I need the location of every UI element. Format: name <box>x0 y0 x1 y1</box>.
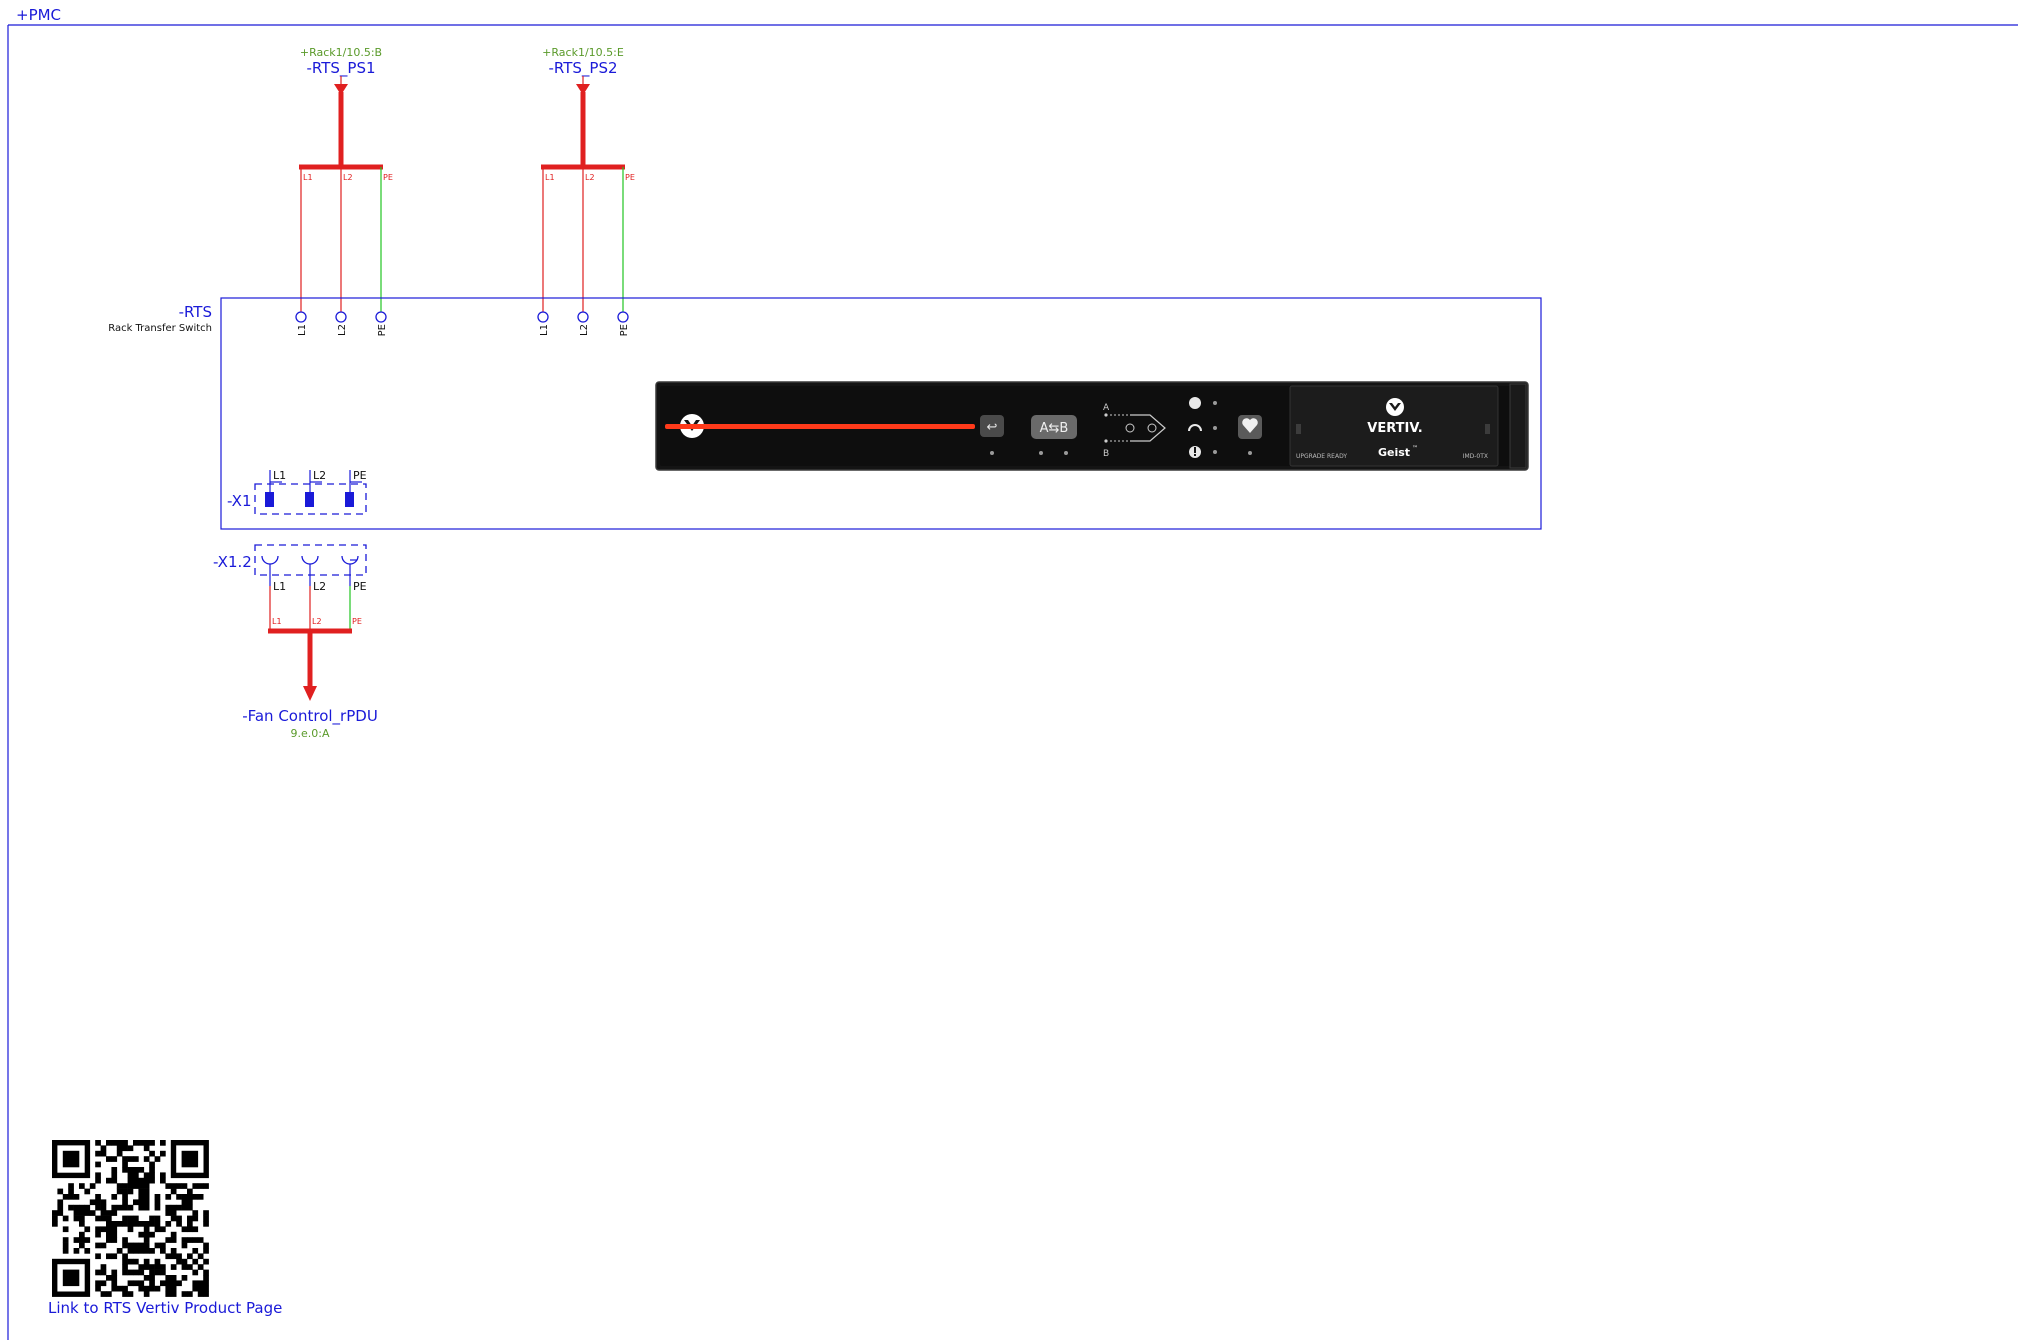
device-source-b-label: B <box>1103 449 1109 459</box>
output-name: -Fan Control_rPDU <box>242 707 378 726</box>
x1-terminal-l2 <box>305 492 314 507</box>
rts-pin1-l1-label: L1 <box>297 324 308 336</box>
x12-pin-l1: L1 <box>273 580 286 593</box>
device-upgrade-label: UPGRADE READY <box>1296 453 1347 460</box>
device-ab-transfer-button[interactable] <box>1031 415 1077 439</box>
device-source-a-label: A <box>1103 403 1110 413</box>
ps2-tap-l1: L1 <box>545 173 555 182</box>
device-back-button[interactable] <box>980 415 1004 437</box>
device-model: Geist <box>1378 446 1410 459</box>
x1-pin-l1: L1 <box>273 469 286 482</box>
x1-terminal-l1 <box>265 492 274 507</box>
ps2-name: -RTS_PS2 <box>548 59 617 78</box>
feed-ps2: +Rack1/10.5:E -RTS_PS2 L1 L2 PE <box>541 46 635 312</box>
ps1-name: -RTS_PS1 <box>306 59 375 78</box>
rts-pin1-pe-label: PE <box>377 324 388 336</box>
rts-pin1-pe <box>375 311 387 323</box>
x12-socket-l1 <box>261 555 279 565</box>
rts-pin2-l2-label: L2 <box>579 324 590 336</box>
rts-pin2-pe <box>617 311 629 323</box>
connector-x1-2: -X1.2 L1 L2 PE L1 L2 PE <box>213 544 367 701</box>
ps2-reference: +Rack1/10.5:E <box>542 46 624 59</box>
ps1-tap-l2: L2 <box>343 173 353 182</box>
terminal-x1: -X1 L1 L2 PE <box>227 469 367 515</box>
rts-device-box: -RTS Rack Transfer Switch L1 L2 PE L1 L2… <box>108 297 1542 530</box>
rts-pin1-l1 <box>295 311 307 323</box>
ps2-tap-pe: PE <box>625 173 635 182</box>
x12-tap-l1: L1 <box>272 617 282 626</box>
ps1-tap-pe: PE <box>383 173 393 182</box>
x12-pin-l2: L2 <box>313 580 326 593</box>
ps1-arrow-icon <box>334 84 348 95</box>
device-heart-icon <box>1242 418 1258 433</box>
x1-dashed-outline <box>254 483 367 515</box>
ps2-tap-l2: L2 <box>585 173 595 182</box>
x12-name: -X1.2 <box>213 553 252 571</box>
ps2-arrow-icon <box>576 84 590 95</box>
device-network-icon <box>1188 424 1202 432</box>
device-part-number: IMD-0TX <box>1463 453 1488 460</box>
x1-pin-l2: L2 <box>313 469 326 482</box>
output-reference: 9.e.0:A <box>291 727 330 740</box>
rts-pin1-l2-label: L2 <box>337 324 348 336</box>
device-ab-key-label: A⇆B <box>1040 421 1069 436</box>
x12-tap-pe: PE <box>352 617 362 626</box>
rts-pin2-l2 <box>577 311 589 323</box>
device-source-diagram-icon <box>1130 414 1166 442</box>
rts-device-image: ↩ A⇆B A B <box>655 381 1529 471</box>
qr-code[interactable] <box>52 1140 209 1297</box>
rts-pin2-pe-label: PE <box>619 324 630 336</box>
rts-pin1-l2 <box>335 311 347 323</box>
product-page-link[interactable]: Link to RTS Vertiv Product Page <box>48 1299 282 1317</box>
device-status-bar <box>665 424 975 429</box>
x12-tap-l2: L2 <box>312 617 322 626</box>
device-back-icon: ↩ <box>987 420 998 435</box>
ps1-reference: +Rack1/10.5:B <box>300 46 382 59</box>
device-gauge-icon <box>1189 397 1201 409</box>
rts-pin2-l1 <box>537 311 549 323</box>
feed-ps1: +Rack1/10.5:B -RTS_PS1 L1 L2 PE <box>299 46 393 312</box>
x12-pin-pe: PE <box>353 580 367 593</box>
device-display-module <box>1289 385 1499 467</box>
rts-description: Rack Transfer Switch <box>108 323 212 334</box>
x12-socket-l2 <box>301 555 319 565</box>
ps1-tap-l1: L1 <box>303 173 313 182</box>
x1-terminal-pe <box>345 492 354 507</box>
x12-socket-pe <box>341 555 359 565</box>
x12-arrow-icon <box>303 686 317 701</box>
x1-pin-pe: PE <box>353 469 367 482</box>
frame-title: +PMC <box>16 6 61 24</box>
device-model-trademark: ™ <box>1412 445 1418 452</box>
rts-name: -RTS <box>179 303 212 321</box>
rts-outline <box>220 297 1542 530</box>
rts-pin2-l1-label: L1 <box>539 324 550 336</box>
x1-name: -X1 <box>227 492 252 510</box>
device-brand: VERTIV. <box>1367 421 1422 436</box>
